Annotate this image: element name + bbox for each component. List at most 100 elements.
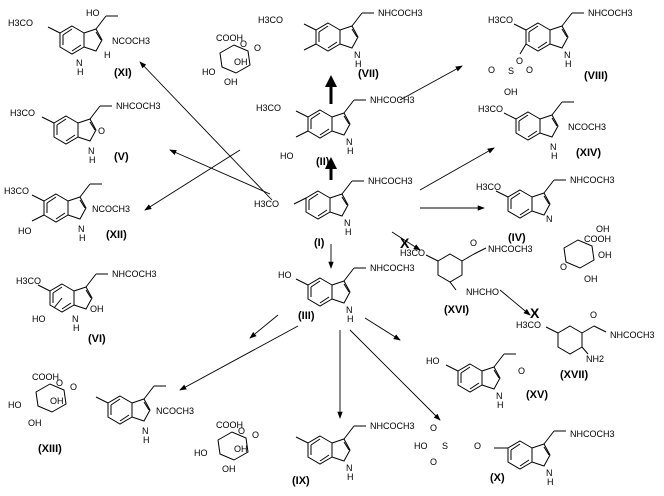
acetyl-n-label: NCOCH3	[156, 406, 194, 416]
ring-n-label: N	[78, 224, 85, 234]
ring-h-label: H	[77, 67, 84, 77]
ring-n-label: N	[346, 463, 353, 473]
acetyl-n-label: NCOCH3	[568, 122, 606, 132]
glucuronide: COOH O O HO OH OH	[202, 33, 261, 87]
compound-id: (V)	[114, 151, 129, 163]
blocked-mark-i-xvi: X	[400, 235, 410, 251]
compound-id: (XV)	[526, 389, 548, 401]
aldehyde-o-label: O	[518, 366, 525, 376]
arrow-iii-to-x	[349, 329, 441, 421]
sulfate-oh-label: OH	[504, 87, 518, 97]
compound-xi: HO H3CO NCOCH3 N H H (XI)	[8, 8, 150, 79]
compound-id: (XVII)	[560, 369, 588, 381]
ring-n-label: N	[346, 137, 353, 147]
compound-id: (IX)	[292, 475, 310, 487]
link-o-label: O	[70, 382, 77, 392]
ring-h-label: H	[79, 233, 86, 243]
side-chain-label: NHCOCH3	[378, 8, 423, 18]
ring-o-label: O	[560, 262, 567, 272]
link-o-label: O	[252, 430, 259, 440]
methoxy-label: H3CO	[254, 199, 279, 209]
compound-id: (X)	[490, 472, 505, 484]
hydroxy-label: HO	[278, 270, 292, 280]
ring-n-label: N	[76, 58, 83, 68]
side-chain-label: NHCOCH3	[368, 176, 413, 186]
ring-n-label: N	[496, 391, 503, 401]
methoxy-label: H3CO	[10, 108, 35, 118]
ring-h-label: H	[347, 146, 354, 156]
side-chain-label: NHCOCH3	[370, 95, 415, 105]
arrow-iii-to-xv	[364, 317, 401, 341]
compound-xiv: H3CO NCOCH3 N H (XIV)	[478, 101, 606, 161]
compound-viii: H3CO NHCOCH3 O O S O OH N H (VIII)	[488, 8, 633, 97]
methoxy-label: H3CO	[16, 276, 41, 286]
side-chain-label: NHCOCH3	[588, 8, 633, 18]
compound-id: (XVI)	[444, 304, 469, 316]
hydroxy-label: HO	[194, 448, 208, 458]
ring-n-label: N	[354, 50, 361, 60]
ring-n-label: N	[88, 146, 95, 156]
compound-vi: H3CO NHCOCH3 HO N H OH (VI)	[16, 269, 157, 345]
compound-vii: H3CO NHCOCH3 N H (VII) COOH O O HO OH OH	[202, 8, 423, 87]
compound-id: (VI)	[88, 333, 106, 345]
ring-h-label: H	[73, 323, 80, 333]
ring-h-label: H	[89, 155, 96, 165]
compound-xii: H3CO HO NCOCH3 N H (XII)	[4, 183, 130, 243]
ring-n-label: N	[546, 468, 553, 478]
hydroxy-label: OH	[28, 418, 42, 428]
glucuronide: COOH O O HO OH OH	[194, 420, 259, 474]
link-o-label: O	[474, 441, 481, 451]
side-chain-label: NHCOCH3	[116, 101, 161, 111]
ring-o-label: O	[240, 39, 247, 49]
ring-n-label: N	[546, 214, 553, 224]
stereo-h-label: H	[104, 50, 111, 60]
arrow-i-to-v	[169, 149, 271, 195]
compound-id: (IV)	[508, 232, 526, 244]
sulfur-label: S	[508, 66, 514, 76]
carboxyl-label: COOH	[584, 234, 611, 244]
sulfate-o-label: O	[430, 457, 437, 467]
compound-id: (II)	[316, 156, 330, 168]
sulfur-label: S	[442, 441, 448, 451]
hydroxy-label: HO	[86, 8, 100, 18]
compound-xvii: H3CO O NH2 NHCOCH3 (XVII)	[516, 310, 655, 381]
ring-h-label: H	[565, 59, 572, 69]
hydroxy-label: HO	[202, 67, 216, 77]
arrow-iii-to-xiii	[179, 325, 299, 391]
compound-id: (III)	[298, 310, 315, 322]
side-chain-label: NHCOCH3	[610, 330, 655, 340]
carbonyl-o-label: O	[98, 126, 105, 136]
arrow-i-to-xvi	[391, 231, 421, 251]
hydroxy-label: OH	[222, 464, 236, 474]
reaction-arrows	[139, 61, 531, 421]
glucuronide: COOH O O HO OH OH	[8, 372, 77, 428]
compound-ii: H3CO HO NHCOCH3 N H (II)	[256, 95, 415, 168]
ring-h-label: H	[497, 400, 504, 410]
keto-o-label: O	[470, 238, 477, 248]
compound-id: (VII)	[358, 68, 379, 80]
methoxy-label: H3CO	[478, 104, 503, 114]
arrow-i-to-xiv	[419, 147, 495, 191]
hydroxy-label: OH	[234, 444, 248, 454]
side-chain-label: NHCOCH3	[488, 244, 533, 254]
compound-id: (XIV)	[576, 147, 601, 159]
ring-o-label: O	[238, 426, 245, 436]
methoxy-label: H3CO	[516, 320, 541, 330]
methoxy-label: H3CO	[400, 248, 425, 258]
compound-id: (XIII)	[38, 443, 62, 455]
methoxy-label: H3CO	[476, 182, 501, 192]
ring-h-label: H	[345, 227, 352, 237]
compound-xv: HO O N H (XV)	[426, 353, 548, 410]
hydroxy-label: HO	[280, 151, 294, 161]
ring-h-label: H	[347, 314, 354, 324]
ring-n-label: N	[344, 218, 351, 228]
compound-xiii: NCOCH3 N H (XIII) COOH O O HO OH OH	[8, 372, 194, 455]
compound-id: (I)	[314, 237, 325, 249]
compound-i: H3CO NHCOCH3 N H (I)	[254, 176, 413, 249]
ring-h-label: H	[143, 435, 150, 445]
compound-id: (VIII)	[584, 70, 608, 82]
side-chain-label: NHCOCH3	[112, 269, 157, 279]
methoxy-label: H3CO	[8, 18, 33, 28]
